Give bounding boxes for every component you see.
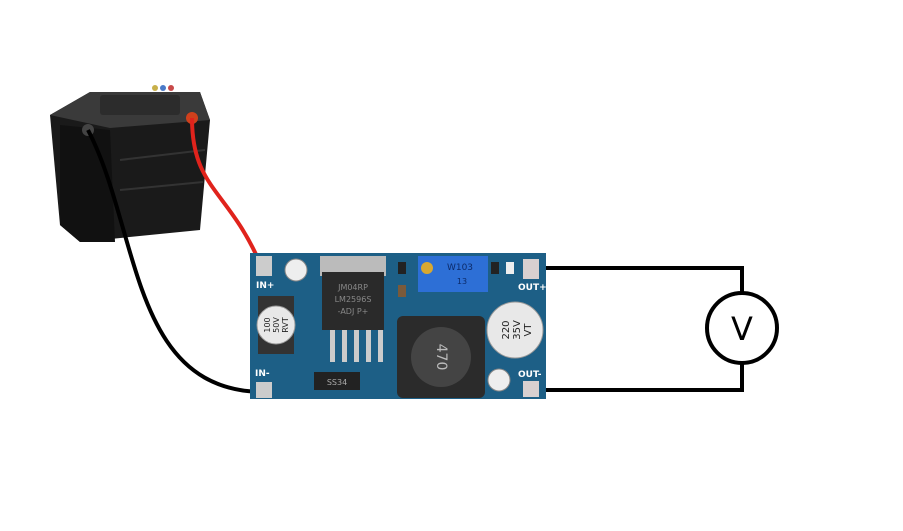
voltmeter: V — [705, 291, 779, 365]
input-capacitor-value: 100 — [263, 317, 272, 332]
label-out-minus: OUT- — [518, 370, 542, 380]
output-capacitor-series: VT — [523, 323, 534, 337]
output-positive-wire — [530, 266, 744, 294]
output-capacitor-voltage: 35V — [512, 320, 523, 340]
inductor-label: 470 — [433, 344, 449, 371]
ic-model: LM2596S — [335, 295, 372, 304]
ic-variant: -ADJ P+ — [338, 307, 369, 316]
output-capacitor-value: 220 — [501, 320, 512, 339]
output-negative-wire — [530, 362, 744, 392]
input-capacitor-voltage: 50V — [272, 317, 281, 333]
car-battery — [50, 85, 210, 242]
negative-wire — [86, 129, 263, 394]
voltmeter-label: V — [731, 310, 753, 348]
input-capacitor-series: RVT — [281, 317, 290, 333]
potentiometer-sub: 13 — [457, 277, 467, 286]
ic-code: JM04RP — [337, 283, 368, 292]
label-out-plus: OUT+ — [518, 283, 547, 293]
positive-wire — [190, 117, 264, 269]
label-in-minus: IN- — [255, 369, 270, 379]
diode-label: SS34 — [327, 378, 347, 387]
buck-converter-board: IN+ IN- OUT+ OUT- 100 50V RVT JM04RP LM2… — [250, 253, 547, 399]
label-in-plus: IN+ — [256, 281, 274, 291]
potentiometer-label: W103 — [447, 263, 473, 273]
